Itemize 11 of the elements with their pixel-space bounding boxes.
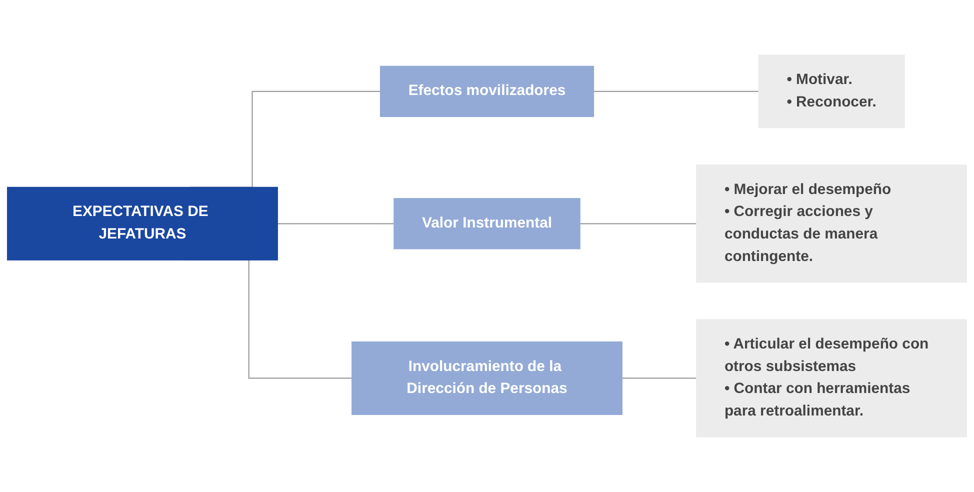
node-box: • Mejorar el desempeño • Corregir acciones y conductas de manera contingente. [696, 164, 968, 283]
node-box: Involucramiento de la Dirección de Personas [352, 341, 622, 415]
node-box: • Motivar. • Reconocer. [758, 54, 905, 128]
node-box: • Articular el desempeño con otros subsistemas • Contar con herramientas para retroalimentar. [696, 319, 968, 438]
connector [580, 223, 696, 224]
connector [594, 90, 759, 92]
node-box: EXPECTATIVAS DE JEFATURAS [6, 186, 278, 260]
connector [622, 378, 696, 379]
node-box: Efectos movilizadores [380, 66, 594, 118]
connector [278, 223, 394, 224]
node-box: Valor Instrumental [394, 198, 580, 250]
